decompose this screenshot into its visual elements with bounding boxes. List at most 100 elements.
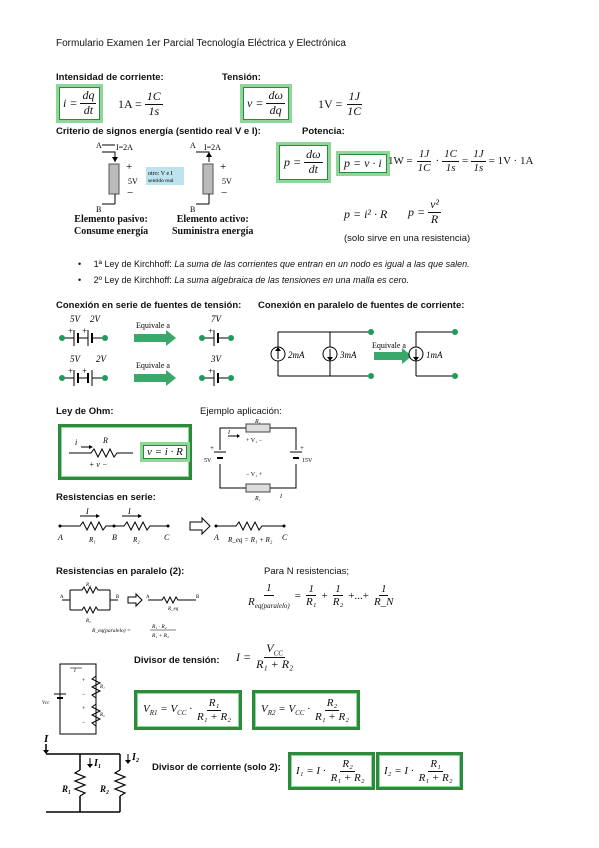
frac-den: R₁ + R₂ bbox=[315, 710, 350, 723]
svg-text:I: I bbox=[127, 507, 131, 516]
vr2-sub: R2 bbox=[267, 709, 276, 718]
frac-den: R₁ + R₂ bbox=[256, 657, 294, 672]
svg-text:R₁: R₁ bbox=[85, 583, 91, 588]
svg-text:2V: 2V bbox=[96, 354, 108, 364]
frac-den: R₁ + R₂ bbox=[330, 771, 365, 784]
node-b-label: B bbox=[96, 205, 101, 214]
parallel-n-lhs-sub: eq(paralelo) bbox=[254, 601, 290, 610]
formula-voltage-lhs: v = bbox=[247, 95, 264, 110]
svg-text:I=2A: I=2A bbox=[204, 143, 221, 152]
svg-text:5V: 5V bbox=[222, 177, 232, 186]
svg-text:R: R bbox=[102, 436, 108, 445]
svg-text:R₁: R₁ bbox=[61, 784, 71, 794]
svg-text:+: + bbox=[208, 366, 213, 376]
term-r1: R₁ bbox=[305, 596, 317, 609]
frac-den: 1C bbox=[417, 161, 431, 174]
power-vi: p = v · i bbox=[344, 156, 382, 170]
current-divider-circuit: I I₁ I₂ R₁ R₂ bbox=[43, 733, 139, 813]
svg-text:+: + bbox=[220, 161, 226, 173]
svg-text:I: I bbox=[279, 494, 283, 500]
frac-den: R₁ + R₂ bbox=[197, 710, 232, 723]
svg-text:I: I bbox=[43, 733, 49, 745]
frac-num: 1J bbox=[416, 148, 432, 162]
svg-text:R_eq: R_eq bbox=[167, 607, 179, 612]
kirchhoff-2-label: 2º Ley de Kirchhoff: bbox=[93, 275, 172, 285]
formula-power-i2r: p = i² · R bbox=[344, 207, 388, 221]
section-paralelo-fuentes: Conexión en paralelo de fuentes de corri… bbox=[258, 300, 465, 311]
svg-text:+: + bbox=[300, 444, 304, 452]
parallel-sources-diagram: 2mA 3mA Equivale a 1mA bbox=[270, 329, 458, 379]
source-1ma: 1mA bbox=[426, 350, 443, 360]
svg-text:− V₁ +: − V₁ + bbox=[246, 472, 263, 478]
svg-text:R₁: R₁ bbox=[88, 536, 96, 544]
svg-text:−: − bbox=[82, 692, 86, 698]
svg-text:5V: 5V bbox=[70, 314, 82, 324]
frac-num: 1J bbox=[346, 89, 362, 105]
svg-text:R₁: R₁ bbox=[99, 685, 105, 690]
equivale-label-1: Equivale a bbox=[136, 321, 170, 330]
divider-i-lhs: I = bbox=[236, 649, 252, 664]
kirchhoff-1-text: La suma de las corrientes que entran en … bbox=[174, 259, 470, 269]
section-potencia: Potencia: bbox=[302, 126, 345, 137]
svg-text:5V: 5V bbox=[204, 458, 212, 464]
svg-text:+ V₁ −: + V₁ − bbox=[246, 438, 263, 444]
svg-text:B: B bbox=[116, 595, 120, 600]
ohm-formula: v = i · R bbox=[140, 442, 190, 462]
svg-text:A: A bbox=[213, 533, 219, 542]
section-tension: Tensión: bbox=[222, 72, 261, 83]
section-res-paralelo: Resistencias en paralelo (2): bbox=[56, 566, 185, 577]
svg-text:R₁ · R₂: R₁ · R₂ bbox=[151, 624, 167, 630]
series-node-a: A bbox=[57, 533, 63, 542]
svg-text:−: − bbox=[127, 187, 133, 199]
watt-rhs: = 1V · 1A bbox=[488, 155, 534, 168]
section-para-n: Para N resistencias; bbox=[264, 566, 350, 577]
svg-text:Vcc: Vcc bbox=[42, 701, 50, 706]
passive-subtitle: Consume energía bbox=[74, 226, 149, 237]
power-v2r-lhs: p = bbox=[408, 204, 426, 219]
frac-num: 1J bbox=[471, 148, 486, 162]
frac-den: R bbox=[430, 211, 439, 226]
passive-title: Elemento pasivo: bbox=[74, 214, 148, 225]
kirchhoff-1-label: 1ª Ley de Kirchhoff: bbox=[93, 259, 172, 269]
svg-text:+: + bbox=[210, 444, 214, 452]
series-node-b: B bbox=[112, 533, 117, 542]
section-intensidad: Intensidad de corriente: bbox=[56, 72, 164, 83]
frac-num: R₁ bbox=[428, 758, 443, 772]
series-sources-diagram: 5V 2V ++ Equivale a 7V + 5V 2V ++ Equiva… bbox=[59, 314, 234, 386]
frac-den: dt bbox=[83, 102, 94, 117]
active-element-label: Elemento activo: Suministra energía bbox=[172, 214, 253, 238]
frac-den: 1s bbox=[473, 161, 484, 174]
current-2a-label: I=2A bbox=[116, 143, 133, 152]
svg-text:+: + bbox=[68, 326, 73, 336]
frac-num: R₂ bbox=[340, 758, 355, 772]
watt-lhs: 1W = bbox=[388, 155, 413, 168]
section-divisor-tension: Divisor de tensión: bbox=[134, 655, 220, 666]
term-dots: +...+ bbox=[348, 589, 369, 602]
example-circuit: R₁ I + V₁ − R₁ − V₁ + I 5V + 15V + bbox=[204, 419, 313, 502]
kirchhoff-2: • 2º Ley de Kirchhoff: La suma algebraic… bbox=[78, 275, 409, 285]
frac-num: v² bbox=[428, 197, 442, 213]
svg-text:I₂: I₂ bbox=[131, 752, 139, 763]
svg-text:R₁: R₁ bbox=[254, 496, 261, 502]
volt-lhs: 1V = bbox=[318, 96, 343, 111]
source-3ma: 3mA bbox=[339, 350, 357, 360]
result-7v: 7V bbox=[211, 314, 223, 324]
svg-text:I: I bbox=[73, 669, 76, 674]
svg-text:−: − bbox=[221, 187, 227, 199]
source-15v: 15V bbox=[302, 458, 313, 464]
svg-text:+: + bbox=[126, 161, 132, 173]
frac-num: 1 bbox=[264, 582, 274, 596]
svg-text:+: + bbox=[82, 326, 87, 336]
frac-den: 1C bbox=[347, 103, 362, 118]
series-resistors-diagram: I I A R₁ B R₂ C A R_eq = R₁ + R₂ C bbox=[57, 507, 288, 544]
